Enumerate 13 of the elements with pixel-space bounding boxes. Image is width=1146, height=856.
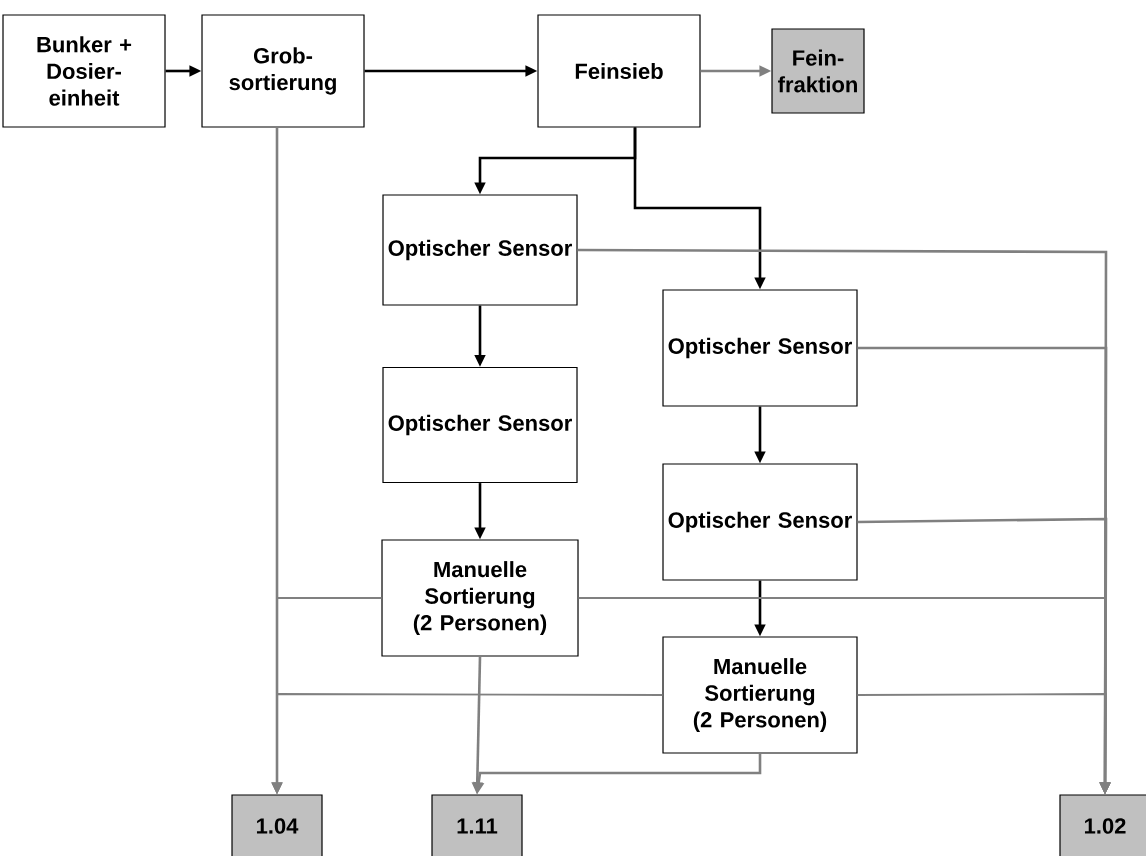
process-box: Optischer Sensor	[382, 194, 578, 306]
process-box: Optischer Sensor	[662, 463, 858, 581]
result-box: 1.11	[431, 794, 523, 856]
result-box: Fein- fraktion	[771, 28, 865, 114]
process-box: Manuelle Sortierung (2 Personen)	[381, 539, 579, 657]
process-box: Optischer Sensor	[382, 366, 578, 484]
process-box: Feinsieb	[537, 14, 701, 128]
process-box: Optischer Sensor	[662, 289, 858, 407]
process-box: Grob- sortierung	[201, 14, 365, 128]
result-box: 1.04	[231, 794, 323, 856]
process-box: Manuelle Sortierung (2 Personen)	[662, 636, 858, 754]
result-box: 1.02	[1059, 794, 1146, 856]
process-box: Bunker + Dosier- einheit	[2, 14, 166, 128]
